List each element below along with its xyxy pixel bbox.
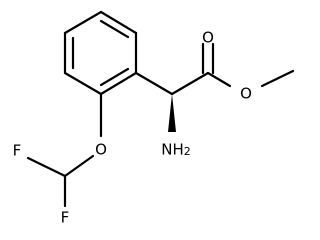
amine-nh-label: NH bbox=[161, 141, 184, 159]
cf-bond-left bbox=[26, 156, 67, 178]
benzene-ring bbox=[63, 10, 138, 96]
ring-bond bbox=[99, 10, 138, 35]
ring-bond bbox=[63, 10, 103, 35]
ring-bond bbox=[63, 71, 103, 96]
fluorine-left-label: F bbox=[13, 142, 22, 160]
ring-inner-double-bond bbox=[99, 67, 130, 87]
amine-subscript-label: 2 bbox=[184, 145, 191, 158]
ring-to-alpha-carbon-bond bbox=[134, 71, 174, 96]
ester-c-o-bond bbox=[206, 71, 232, 88]
carbonyl-oxygen-label: O bbox=[202, 29, 214, 47]
structure-diagram: O O O F F NH2 bbox=[13, 10, 295, 227]
ether-oxygen-label: O bbox=[95, 141, 107, 159]
stereo-wedge-bond bbox=[168, 94, 176, 132]
ester-oxygen-label: O bbox=[240, 85, 252, 103]
alpha-to-carbonyl-carbon-bond bbox=[170, 71, 210, 96]
ring-inner-double-bond bbox=[99, 19, 130, 39]
amine-group-label: NH2 bbox=[161, 141, 191, 159]
o-methyl-bond bbox=[260, 69, 295, 88]
ether-oxygen-to-carbon-bond bbox=[63, 154, 95, 178]
fluorine-bottom-label: F bbox=[61, 209, 70, 227]
ring-bond bbox=[99, 71, 138, 96]
